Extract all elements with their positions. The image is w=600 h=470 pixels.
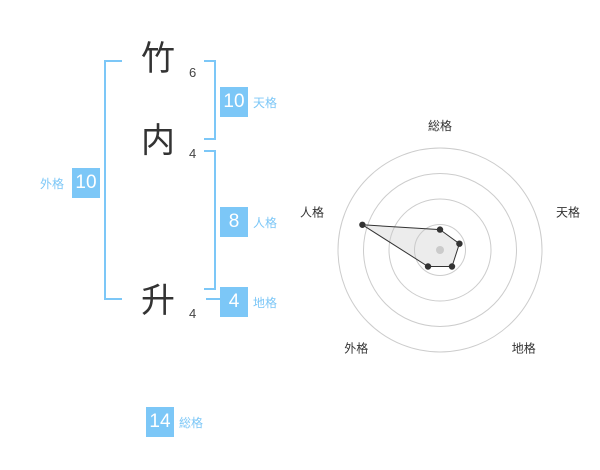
jinkaku-value: 8	[220, 207, 248, 237]
radar-point-3	[448, 263, 456, 270]
radar-point-4	[424, 263, 432, 270]
radar-center-dot	[436, 246, 444, 254]
radar-point-5	[359, 221, 366, 228]
gaikaku-value: 10	[72, 168, 100, 198]
gaikaku-label: 外格	[40, 177, 65, 191]
name-char-1: 竹	[141, 39, 175, 79]
stroke-count-1: 6	[189, 65, 197, 80]
soukaku-value: 14	[146, 407, 174, 437]
tenkaku-value: 10	[220, 87, 248, 117]
radar-ring-1	[414, 224, 466, 276]
name-char-2: 内	[141, 121, 175, 161]
stroke-count-2: 4	[189, 146, 197, 161]
tenkaku-label: 天格	[253, 96, 278, 110]
radar-ring-4	[337, 147, 543, 353]
soukaku-label: 総格	[179, 416, 204, 430]
chikaku-label: 地格	[253, 296, 278, 310]
radar-ring-3	[363, 173, 517, 327]
chikaku-value: 4	[220, 287, 248, 317]
jinkaku-bracket	[204, 150, 216, 290]
name-char-3: 升	[141, 281, 175, 321]
radar-axis-label-4: 外格	[344, 341, 368, 356]
stroke-count-3: 4	[189, 306, 197, 321]
radar-polygon	[362, 224, 460, 267]
gaikaku-bracket	[104, 60, 122, 300]
radar-point-1	[436, 226, 444, 233]
radar-axis-label-2: 天格	[556, 204, 580, 219]
tenkaku-bracket	[204, 60, 216, 140]
radar-point-2	[456, 240, 463, 247]
radar-ring-2	[388, 198, 492, 302]
jinkaku-label: 人格	[253, 216, 278, 230]
radar-axis-label-5: 人格	[300, 204, 324, 219]
chikaku-bracket-line	[206, 298, 220, 300]
radar-axis-label-3: 地格	[512, 341, 536, 356]
radar-axis-label-1: 総格	[428, 118, 452, 133]
